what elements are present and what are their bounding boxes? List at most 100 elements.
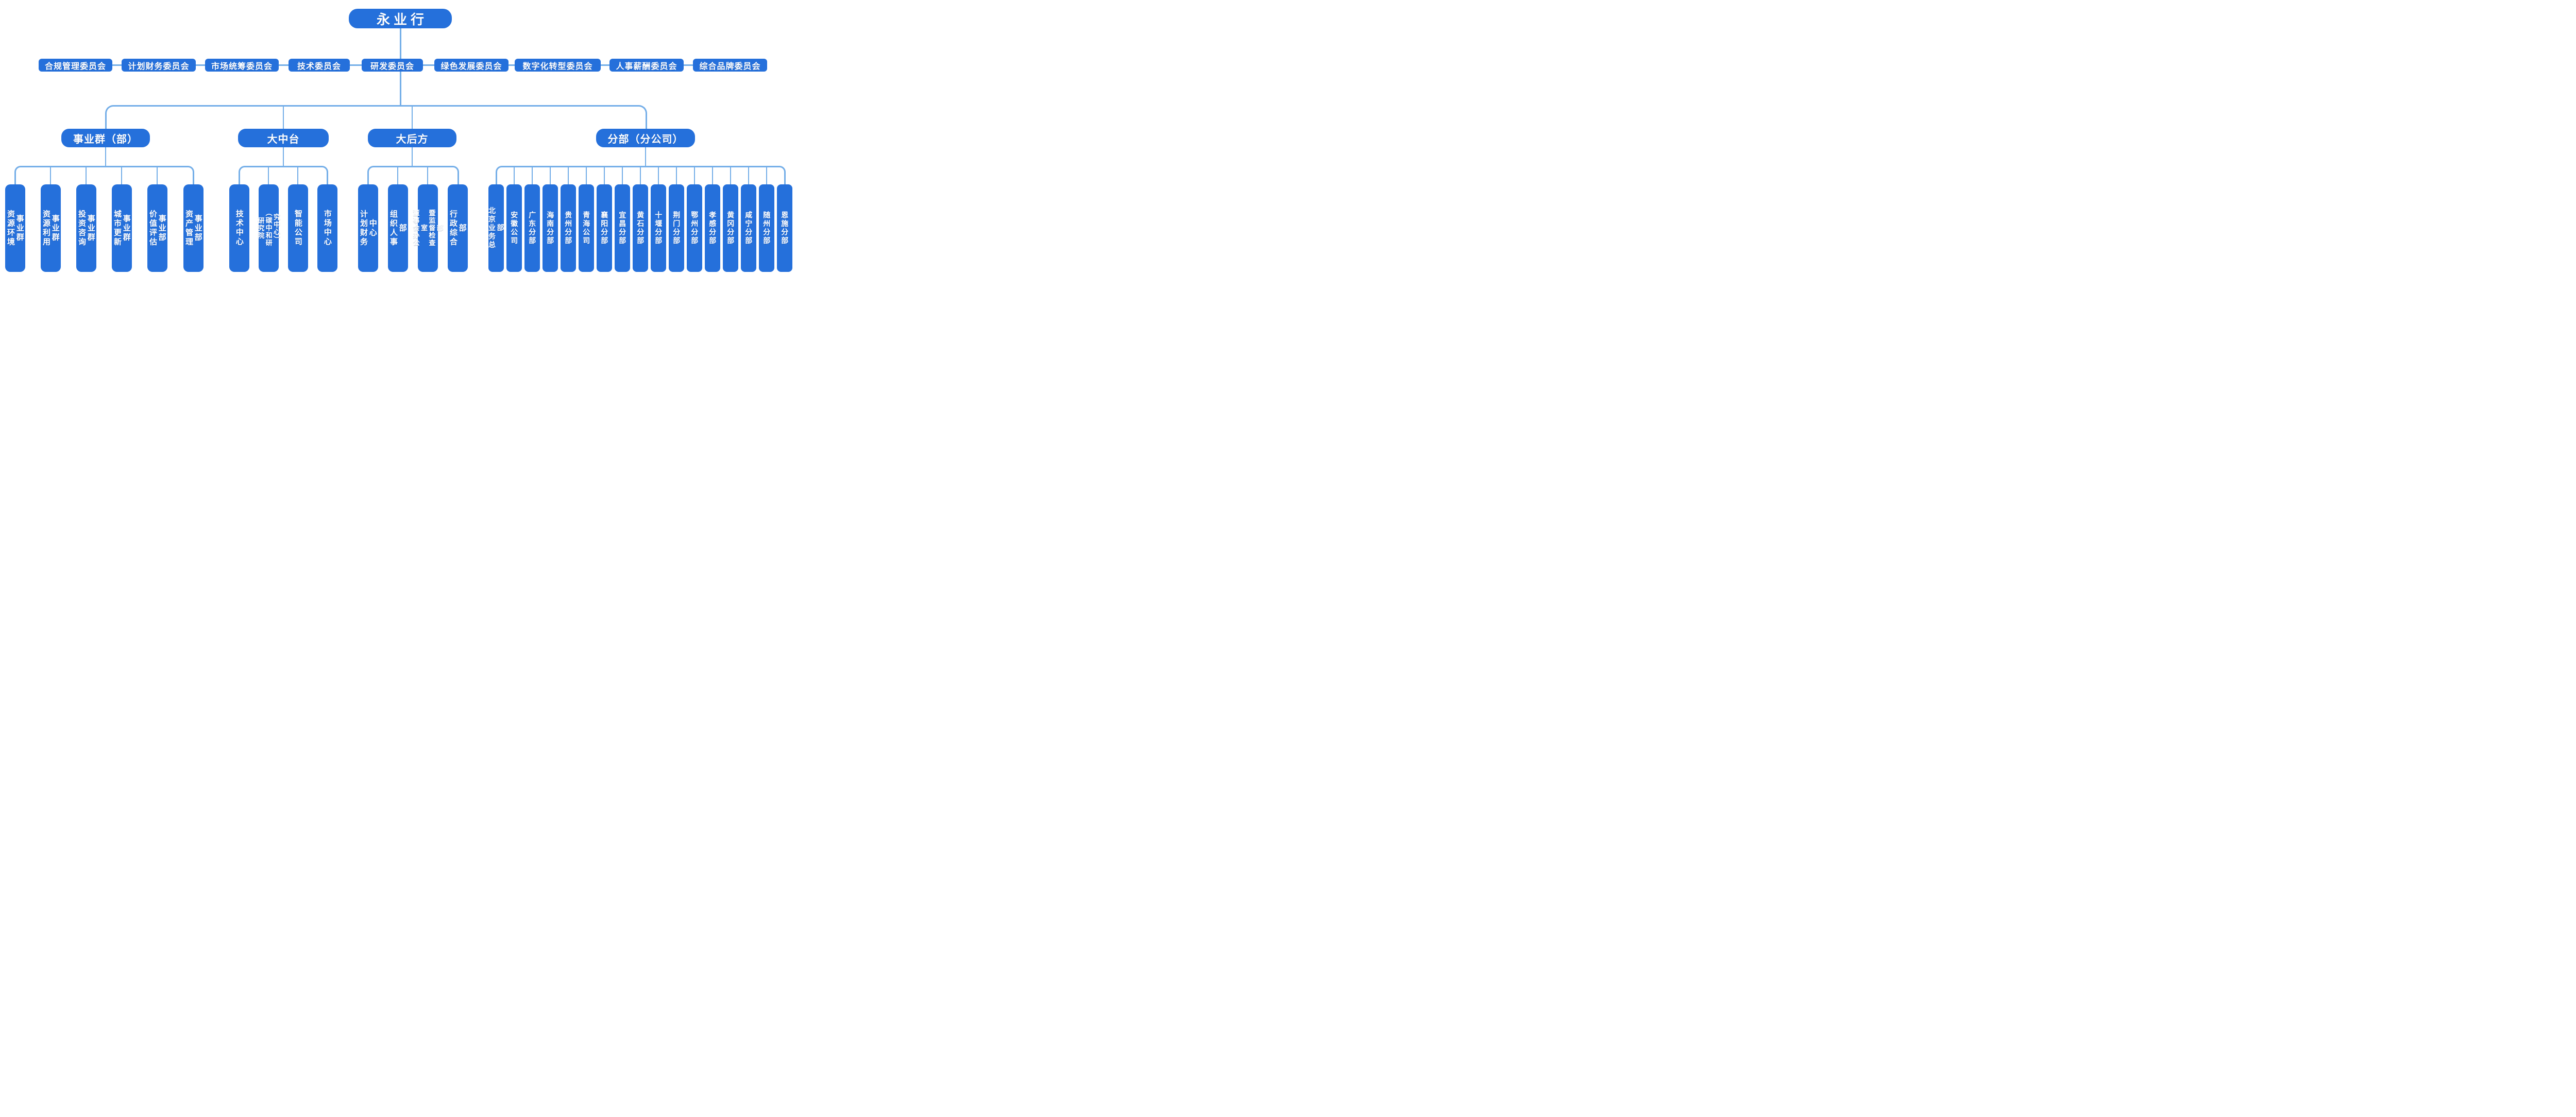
org-unit-box: 随州分部 [759,184,774,272]
org-unit-box: 技术中心 [229,184,249,272]
org-unit-box: 襄阳分部 [597,184,612,272]
connector-child-stem [397,166,398,184]
branch-header-back-office: 大后方 [368,129,456,147]
committee-box: 合规管理委员会 [39,59,112,72]
connector-child-stem [427,166,428,184]
connector-header-stem-3 [412,147,413,166]
org-unit-label: 计划财务中心 [359,210,377,247]
org-unit-box: 市场中心 [317,184,337,272]
connector-group3-bracket [367,166,459,184]
org-unit-box: 安徽公司 [506,184,522,272]
org-unit-label: 安徽公司 [510,211,519,245]
committee-box: 市场统筹委员会 [205,59,279,72]
org-unit-label: 鄂州分部 [690,211,699,245]
committee-box: 技术委员会 [289,59,350,72]
org-unit-box: 投资咨询事业群 [76,184,96,272]
org-unit-label: 研究院 （碳中和研究中心） [257,209,280,247]
connector-child-stem [712,166,713,184]
org-unit-box: 董事会办公室 暨监督检查部 [412,184,444,272]
org-unit-label: 青海公司 [582,211,591,245]
org-unit-label: 随州分部 [762,211,771,245]
connector-child-stem [514,166,515,184]
org-unit-box: 青海公司 [579,184,594,272]
org-unit-label: 广东分部 [528,211,537,245]
org-unit-label: 资源利用事业群 [42,210,60,247]
org-unit-label: 海南分部 [546,211,555,245]
org-unit-box: 宜昌分部 [615,184,630,272]
connector-child-stem [748,166,749,184]
org-unit-label: 市场中心 [323,210,332,247]
connector-child-stem [586,166,587,184]
org-unit-label: 十堰分部 [654,211,663,245]
org-unit-box: 组织人事部 [387,184,408,272]
connector-header-stem-4 [645,147,646,166]
connector-child-stem [694,166,695,184]
connector-branches-bracket [105,105,647,129]
connector-child-stem [86,166,87,184]
org-unit-box: 贵州分部 [561,184,576,272]
org-unit-label: 贵州分部 [564,211,573,245]
org-unit-label: 价值评估事业部 [148,210,166,247]
connector-header-stem-1 [105,147,106,166]
org-unit-label: 黄石分部 [636,211,645,245]
committee-box: 综合品牌委员会 [693,59,767,72]
org-unit-box: 荆门分部 [669,184,684,272]
org-unit-box: 北京业务总部 [488,184,505,272]
org-unit-box: 资产管理事业部 [183,184,204,272]
org-unit-label: 宜昌分部 [618,211,627,245]
org-unit-label: 董事会办公室 暨监督检查部 [412,209,444,247]
org-unit-box: 黄冈分部 [723,184,738,272]
connector-child-stem [550,166,551,184]
org-unit-box: 价值评估事业部 [147,184,167,272]
org-unit-box: 咸宁分部 [741,184,756,272]
org-unit-label: 城市更新事业群 [113,210,131,247]
org-unit-box: 十堰分部 [651,184,666,272]
org-unit-box: 广东分部 [524,184,540,272]
connector-group2-bracket [238,166,328,184]
committee-box: 人事薪酬委员会 [609,59,684,72]
org-unit-label: 行政综合部 [449,210,467,247]
org-unit-label: 黄冈分部 [726,211,735,245]
connector-child-stem [568,166,569,184]
org-unit-label: 咸宁分部 [744,211,753,245]
org-unit-box: 研究院 （碳中和研究中心） [257,184,280,272]
org-unit-label: 技术中心 [234,210,244,247]
org-unit-label: 资产管理事业部 [184,210,202,247]
connector-child-stem [121,166,122,184]
connector-child-stem [50,166,51,184]
org-root-node: 永业行 [349,9,452,28]
org-unit-box: 城市更新事业群 [111,184,132,272]
org-unit-box: 孝感分部 [705,184,720,272]
org-unit-label: 北京业务总部 [488,207,505,250]
org-unit-label: 资源环境事业群 [6,210,24,247]
committee-box: 研发委员会 [362,59,423,72]
connector-child-stem [532,166,533,184]
org-unit-box: 行政综合部 [447,184,468,272]
org-unit-label: 智能公司 [293,210,302,247]
org-unit-box: 智能公司 [287,184,308,272]
org-unit-box: 资源环境事业群 [5,184,25,272]
org-unit-box: 黄石分部 [633,184,648,272]
connector-stem-branch-3 [412,105,413,129]
org-unit-box: 资源利用事业群 [40,184,61,272]
org-unit-label: 荆门分部 [672,211,681,245]
org-unit-box: 鄂州分部 [687,184,702,272]
org-chart: 永业行 合规管理委员会 计划财务委员会 市场统筹委员会 技术委员会 研发委员会 … [0,0,808,281]
branch-header-business-groups: 事业群（部） [61,129,150,147]
org-unit-box: 计划财务中心 [358,184,378,272]
connector-stem-branch-2 [283,105,284,129]
connector-child-stem [658,166,659,184]
org-unit-box: 海南分部 [543,184,558,272]
org-unit-label: 襄阳分部 [600,211,609,245]
connector-child-stem [604,166,605,184]
connector-child-stem [640,166,641,184]
branch-header-branch-offices: 分部（分公司） [596,129,695,147]
committee-box: 数字化转型委员会 [515,59,601,72]
org-unit-label: 组织人事部 [389,210,407,247]
org-unit-label: 恩施分部 [781,211,789,245]
branch-header-middle-platform: 大中台 [238,129,329,147]
org-unit-box: 恩施分部 [777,184,792,272]
connector-child-stem [676,166,677,184]
connector-child-stem [268,166,269,184]
committee-box: 绿色发展委员会 [434,59,509,72]
